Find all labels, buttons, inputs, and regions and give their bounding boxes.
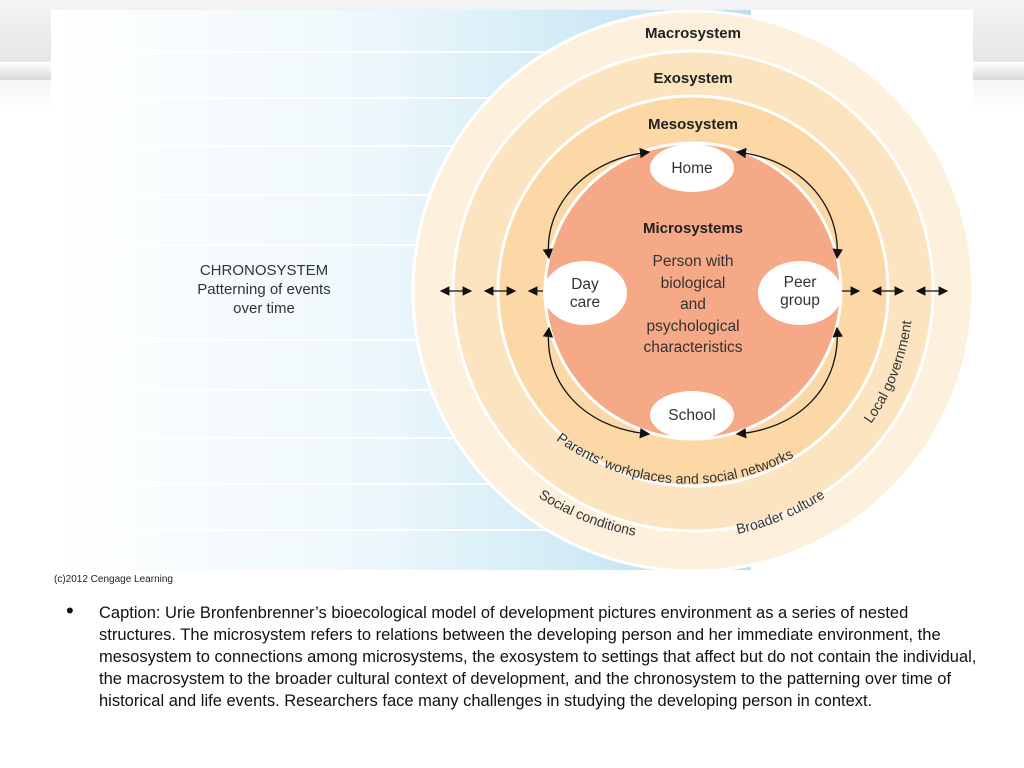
person-description: Person with biological and psychological… — [643, 253, 742, 356]
mesosystem-connections — [542, 147, 843, 439]
exosystem-label: Exosystem — [653, 70, 732, 87]
copyright-credit: (c)2012 Cengage Learning — [54, 574, 173, 585]
nested-systems-diagram: Macrosystem Exosystem Mesosystem Microsy… — [51, 10, 973, 573]
daycare-label-line-1: Day — [571, 276, 599, 293]
bullet-icon: • — [66, 598, 74, 623]
peer-group-label-line-2: group — [780, 292, 820, 309]
daycare-bubble — [543, 261, 627, 325]
peer-group-label-line-1: Peer — [784, 274, 817, 291]
microsystems-label: Microsystems — [643, 220, 743, 237]
peer-group-bubble — [758, 261, 842, 325]
person-line-5: characteristics — [643, 339, 742, 356]
chronosystem-line-3: over time — [233, 300, 295, 317]
school-bubble — [650, 391, 734, 439]
home-bubble — [650, 144, 734, 192]
mesosystem-label: Mesosystem — [648, 116, 738, 133]
daycare-label-line-2: care — [570, 294, 600, 311]
chronosystem-description: CHRONOSYSTEM Patterning of events over t… — [197, 262, 330, 317]
macrosystem-label: Macrosystem — [645, 25, 741, 42]
chronosystem-title: CHRONOSYSTEM — [200, 262, 328, 279]
person-line-3: and — [680, 296, 706, 313]
chronosystem-line-2: Patterning of events — [197, 281, 330, 298]
bioecological-model-figure: Macrosystem Exosystem Mesosystem Microsy… — [51, 10, 973, 590]
school-label: School — [668, 407, 715, 424]
person-line-4: psychological — [646, 318, 739, 335]
home-label: Home — [671, 160, 712, 177]
person-line-1: Person with — [653, 253, 734, 270]
caption-text: Caption: Urie Bronfenbrenner’s bioecolog… — [99, 604, 977, 710]
person-line-2: biological — [661, 275, 726, 292]
